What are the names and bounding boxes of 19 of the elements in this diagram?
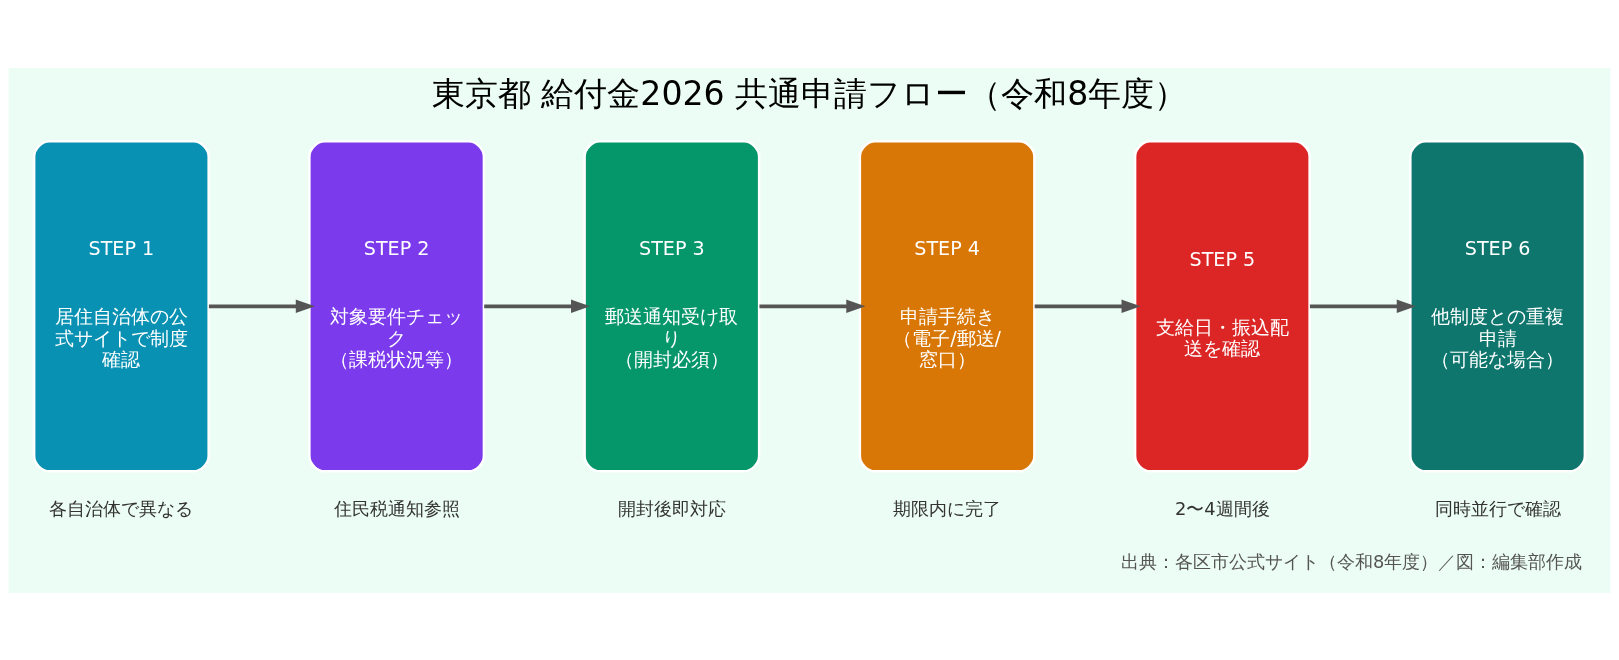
node-label: 開封後即対応 — [617, 497, 726, 519]
node-label: 住民税通知参照 — [333, 497, 460, 519]
node-box: STEP 5 支給日・振込配送を確認 — [1133, 139, 1311, 473]
arrow — [484, 299, 591, 313]
label: 出典：各区市公式サイト（令和8年度）／図：編集部作成 — [1121, 550, 1583, 572]
arrow — [1034, 299, 1141, 313]
node-box: STEP 1 居住自治体の公式サイトで制度確認 — [32, 139, 210, 473]
node-box: STEP 3 郵送通知受け取り（開封必須） — [583, 139, 761, 473]
node-label: 期限内に完了 — [893, 497, 1002, 519]
node-box: STEP 6 他制度との重複申請（可能な場合） — [1409, 139, 1587, 473]
node-label: 2〜4週間後 — [1175, 497, 1270, 519]
diagram-title: 東京都 給付金2026 共通申請フロー（令和8年度） — [431, 73, 1188, 113]
arrow — [759, 299, 866, 313]
node-box: STEP 4 申請手続き（電子/郵送/窓口） — [858, 139, 1036, 473]
node-box: STEP 2 対象要件チェック（課税状況等） — [308, 139, 486, 473]
node-label: 同時並行で確認 — [1434, 497, 1561, 519]
arrow — [1309, 299, 1416, 313]
node-label: 各自治体で異なる — [49, 497, 194, 519]
arrow — [208, 299, 315, 313]
